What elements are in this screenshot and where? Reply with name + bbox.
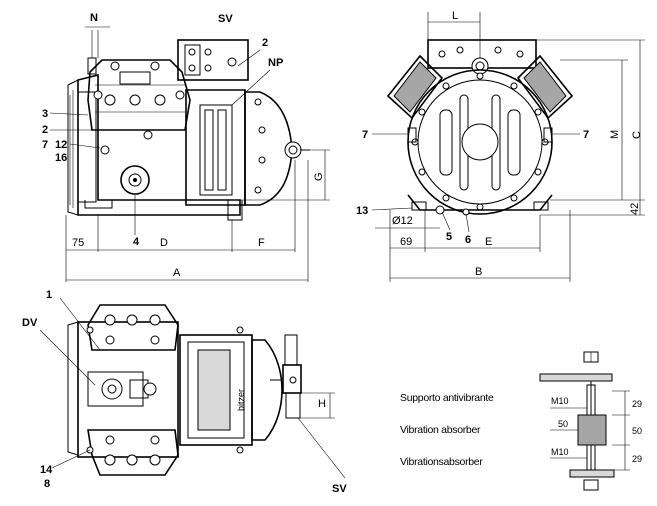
dim-75: 75: [72, 237, 84, 249]
absorber-dim-29-bottom: 29: [632, 454, 642, 464]
caption-german: Vibrationsabsorber: [400, 456, 483, 468]
label-pos-5: 5: [446, 231, 452, 243]
dim-d: D: [160, 237, 168, 249]
label-pos-2a: 2: [262, 37, 268, 49]
logo-text: bitzer: [236, 389, 246, 411]
dim-l: L: [452, 10, 458, 22]
dim-42: 42: [629, 203, 641, 215]
dim-h: H: [318, 398, 326, 410]
dim-g: G: [313, 172, 325, 181]
absorber-m10-top: M10: [551, 396, 569, 406]
front-view-dimensions: [375, 12, 645, 282]
label-pos-7a: 7: [42, 139, 48, 151]
absorber-dimensions: [550, 390, 630, 471]
label-pos-13: 13: [356, 205, 368, 217]
label-pos-4: 4: [133, 236, 140, 248]
label-sv-bottom: SV: [332, 483, 347, 495]
dim-f: F: [258, 237, 265, 249]
dim-a: A: [173, 267, 181, 279]
label-pos-3: 3: [42, 108, 48, 120]
label-pos-16: 16: [55, 152, 67, 164]
label-sv-top: SV: [218, 13, 233, 25]
label-dv: DV: [22, 317, 38, 329]
dim-c: C: [631, 131, 643, 139]
label-n: N: [90, 12, 98, 24]
label-pos-6: 6: [465, 234, 471, 246]
dim-69: 69: [400, 236, 412, 248]
label-pos-2b: 2: [42, 124, 48, 136]
caption-english: Vibration absorber: [400, 424, 481, 436]
front-view: [386, 39, 574, 216]
label-pos-12: 12: [55, 139, 67, 151]
top-view: [67, 304, 302, 476]
side-view-dimensions: [65, 26, 330, 282]
label-pos-1: 1: [46, 289, 52, 301]
side-view: [67, 30, 310, 221]
label-pos-7c: 7: [583, 129, 589, 141]
dim-b: B: [475, 266, 482, 278]
label-pos-8: 8: [44, 478, 50, 490]
label-pos-7b: 7: [362, 129, 368, 141]
label-pos-14: 14: [40, 464, 53, 476]
dim-m: M: [609, 130, 621, 139]
absorber-m10-bottom: M10: [551, 447, 569, 457]
top-view-dimensions: [39, 297, 346, 479]
dim-e: E: [485, 236, 492, 248]
dim-d12: Ø12: [392, 215, 413, 227]
absorber-dim-29-top: 29: [632, 399, 642, 409]
vibration-absorber: [539, 351, 615, 491]
absorber-dim-50-right: 50: [632, 426, 642, 436]
label-np: NP: [268, 57, 283, 69]
caption-italian: Supporto antivibrante: [400, 392, 494, 404]
absorber-dim-50-left: 50: [558, 419, 568, 429]
